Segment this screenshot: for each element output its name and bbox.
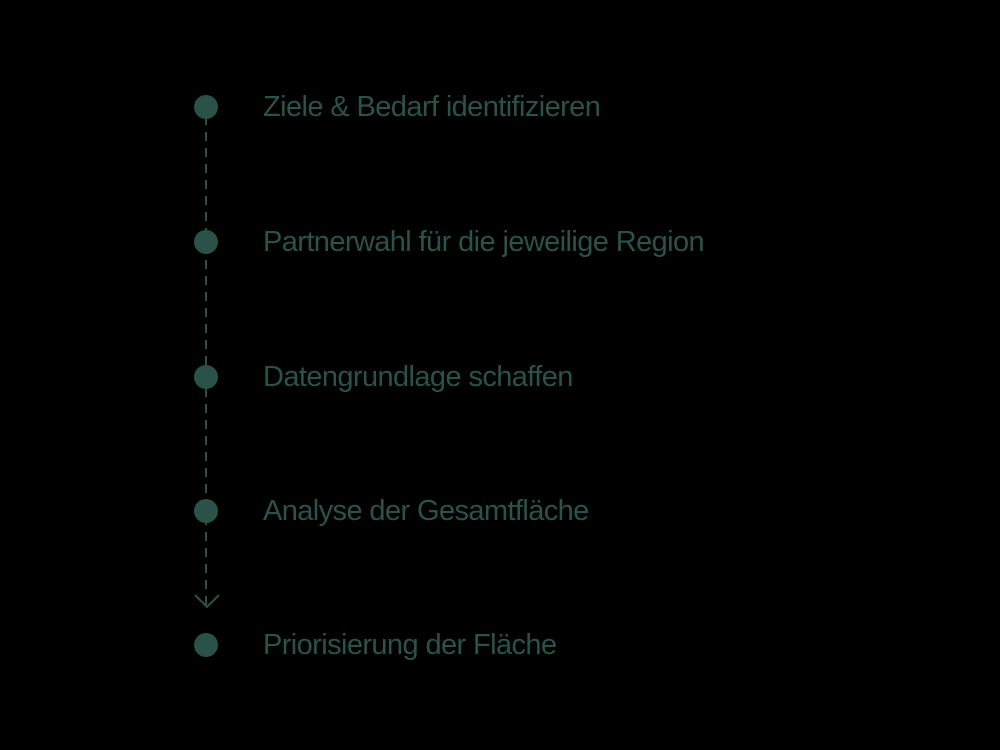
step-dot-icon (194, 95, 218, 119)
step-dot-icon (194, 230, 218, 254)
step-dot-icon (194, 633, 218, 657)
step-label: Analyse der Gesamtfläche (263, 495, 589, 527)
process-step-3: Datengrundlage schaffen (0, 357, 1000, 397)
process-step-4: Analyse der Gesamtfläche (0, 491, 1000, 531)
chevron-down-icon (194, 594, 220, 609)
process-step-1: Ziele & Bedarf identifizieren (0, 87, 1000, 127)
dashed-connector-line (205, 116, 207, 608)
step-label: Datengrundlage schaffen (263, 361, 573, 393)
step-dot-icon (194, 365, 218, 389)
step-dot-icon (194, 499, 218, 523)
step-label: Priorisierung der Fläche (263, 629, 557, 661)
step-label: Ziele & Bedarf identifizieren (263, 91, 601, 123)
process-step-2: Partnerwahl für die jeweilige Region (0, 222, 1000, 262)
step-label: Partnerwahl für die jeweilige Region (263, 226, 705, 258)
process-step-5: Priorisierung der Fläche (0, 625, 1000, 665)
